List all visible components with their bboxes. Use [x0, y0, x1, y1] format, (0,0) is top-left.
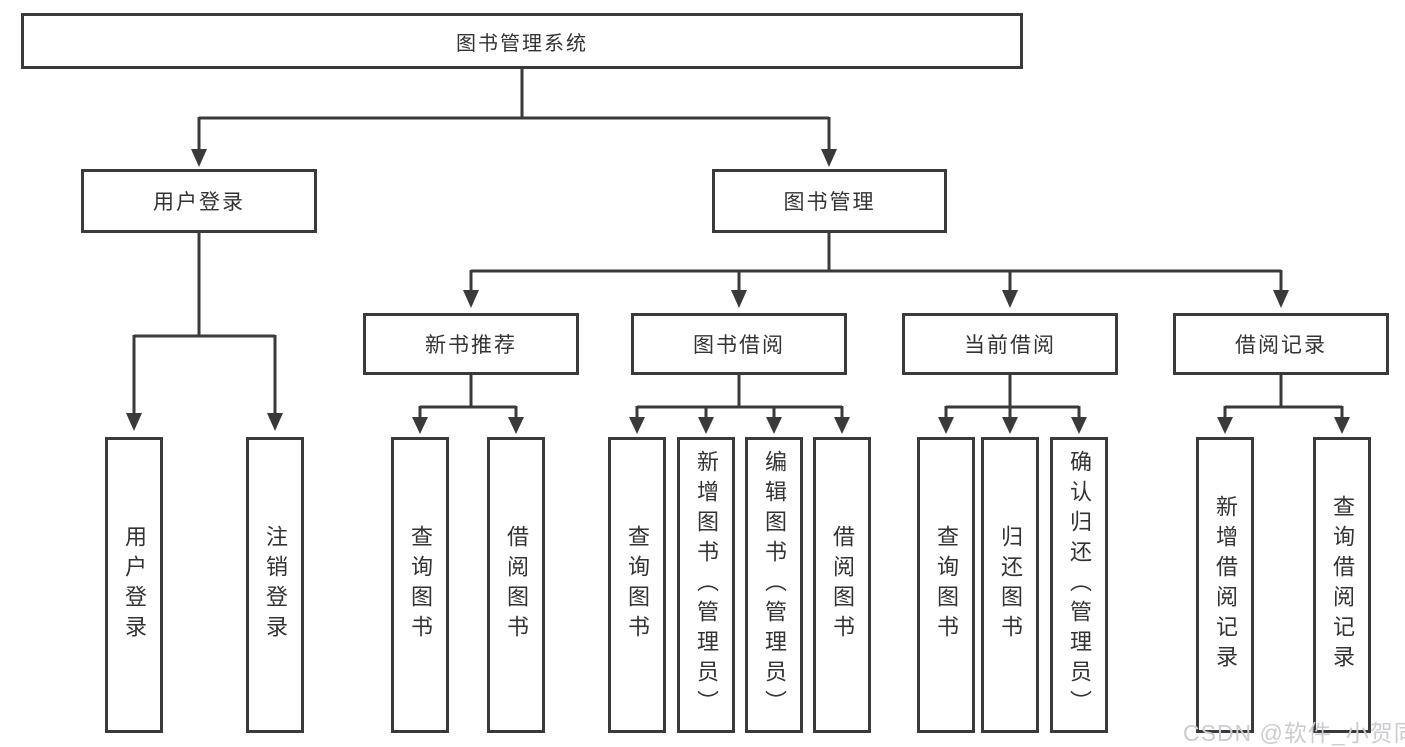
arrowhead — [938, 417, 954, 434]
arrowhead — [412, 417, 428, 434]
arrowhead — [1334, 417, 1350, 434]
node-borrowing-records: 借阅记录 — [1173, 313, 1389, 375]
node-label: 借阅记录 — [1235, 334, 1327, 357]
arrowhead — [267, 413, 283, 431]
node-label: 查询图书 — [625, 525, 650, 645]
leaf-add-books-admin: 新增图书（管理员） — [677, 437, 735, 733]
node-label: 图书管理 — [783, 191, 876, 214]
arrowhead — [766, 417, 782, 434]
node-user-login: 用户登录 — [81, 169, 317, 233]
leaf-query-books-recommend: 查询图书 — [391, 437, 449, 733]
node-label: 确认归还（管理员） — [1067, 450, 1092, 720]
node-current-borrowing: 当前借阅 — [902, 313, 1118, 375]
arrowhead — [821, 149, 837, 167]
leaf-user-login: 用户登录 — [105, 437, 163, 733]
node-label: 当前借阅 — [964, 334, 1056, 357]
arrowhead — [629, 417, 645, 434]
node-book-borrowing: 图书借阅 — [631, 313, 847, 375]
leaf-query-books-current: 查询图书 — [917, 437, 975, 733]
arrowhead — [698, 417, 714, 434]
node-label: 编辑图书（管理员） — [762, 450, 787, 720]
leaf-edit-books-admin: 编辑图书（管理员） — [745, 437, 803, 733]
arrowhead — [191, 149, 207, 167]
node-label: 用户登录 — [153, 191, 245, 214]
leaf-return-books: 归还图书 — [981, 437, 1039, 733]
node-label: 查询图书 — [934, 525, 959, 645]
node-label: 用户登录 — [122, 525, 147, 645]
arrowhead — [126, 413, 142, 431]
node-label: 新增图书（管理员） — [694, 450, 719, 720]
node-label: 图书借阅 — [693, 334, 785, 357]
arrowhead — [1217, 417, 1233, 434]
leaf-query-borrow-record: 查询借阅记录 — [1313, 437, 1371, 733]
leaf-confirm-return-admin: 确认归还（管理员） — [1050, 437, 1108, 733]
leaf-add-borrow-record: 新增借阅记录 — [1196, 437, 1254, 733]
arrowhead — [463, 290, 479, 308]
arrowhead — [1273, 290, 1289, 308]
leaf-logout: 注销登录 — [246, 437, 304, 733]
node-book-management: 图书管理 — [712, 169, 947, 233]
node-label: 归还图书 — [998, 525, 1023, 645]
leaf-borrow-books-recommend: 借阅图书 — [487, 437, 545, 733]
leaf-borrow-books: 借阅图书 — [813, 437, 871, 733]
node-root-library-system: 图书管理系统 — [21, 13, 1023, 69]
node-label: 新增借阅记录 — [1213, 495, 1238, 675]
node-label: 查询图书 — [408, 525, 433, 645]
arrowhead — [1002, 290, 1018, 308]
node-label: 图书管理系统 — [456, 32, 588, 55]
csdn-watermark: CSDN @软件_小贺同学 — [1183, 720, 1405, 746]
leaf-query-books-borrowing: 查询图书 — [608, 437, 666, 733]
arrowhead — [1002, 417, 1018, 434]
arrowhead — [834, 417, 850, 434]
node-label: 借阅图书 — [504, 525, 529, 645]
arrowhead — [1071, 417, 1087, 434]
node-label: 借阅图书 — [830, 525, 855, 645]
arrowhead — [508, 417, 524, 434]
node-label: 新书推荐 — [425, 334, 517, 357]
node-label: 查询借阅记录 — [1330, 495, 1355, 675]
arrowhead — [731, 290, 747, 308]
node-new-book-recommend: 新书推荐 — [363, 313, 579, 375]
node-label: 注销登录 — [263, 525, 288, 645]
